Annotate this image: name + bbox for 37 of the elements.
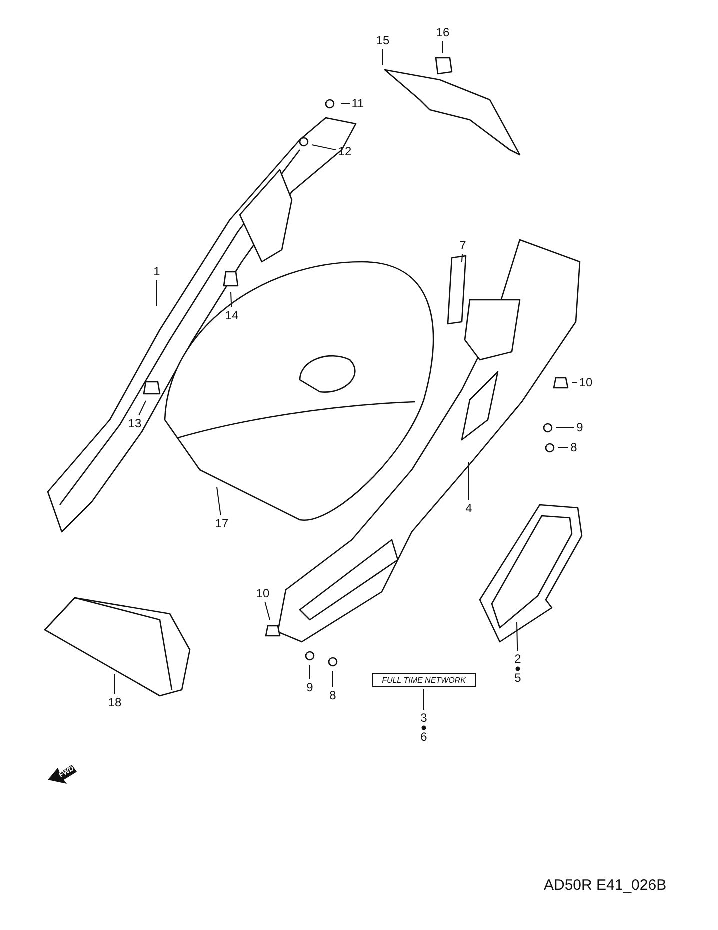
callout-number: 11 [352,98,364,110]
callout-number: 9 [576,422,584,434]
callout-number: 4 [466,502,472,516]
leader-line [332,670,334,688]
leader-line [114,674,116,695]
callout-number: 6 [420,731,428,744]
callout-number: 2 [514,653,522,666]
callout-number: 3 [420,712,428,725]
leader-line [382,49,384,66]
leader-line [230,292,232,308]
leader-line [572,382,578,384]
callout-number: 15 [376,34,390,48]
leader-line [516,622,518,652]
leader-line [462,254,463,262]
callout-number: 7 [460,240,466,252]
callout-number: 5 [514,672,522,685]
callout-number: 14 [225,310,239,322]
callout-number: 10 [579,376,593,390]
leader-line [264,602,270,620]
decal-strip: FULL TIME NETWORK [372,673,476,687]
leader-line [138,400,146,416]
callout-number: 16 [436,26,450,40]
drawing-code: AD50R E41_026B [544,877,667,894]
callout-number: 8 [330,690,336,702]
callout-number: 10 [256,588,270,600]
callout-number: 12 [338,146,352,158]
callout-number: 8 [570,442,578,454]
leader-line [468,462,470,501]
callout-number: 1 [154,266,160,278]
leader-line [216,486,222,516]
callout-number: 13 [128,418,142,430]
callout-number: 17 [215,518,229,530]
callout-number: 18 [108,696,122,710]
leader-line [442,41,444,54]
callout-number: 9 [306,682,314,694]
leader-line [312,144,337,151]
leader-line [156,280,158,306]
